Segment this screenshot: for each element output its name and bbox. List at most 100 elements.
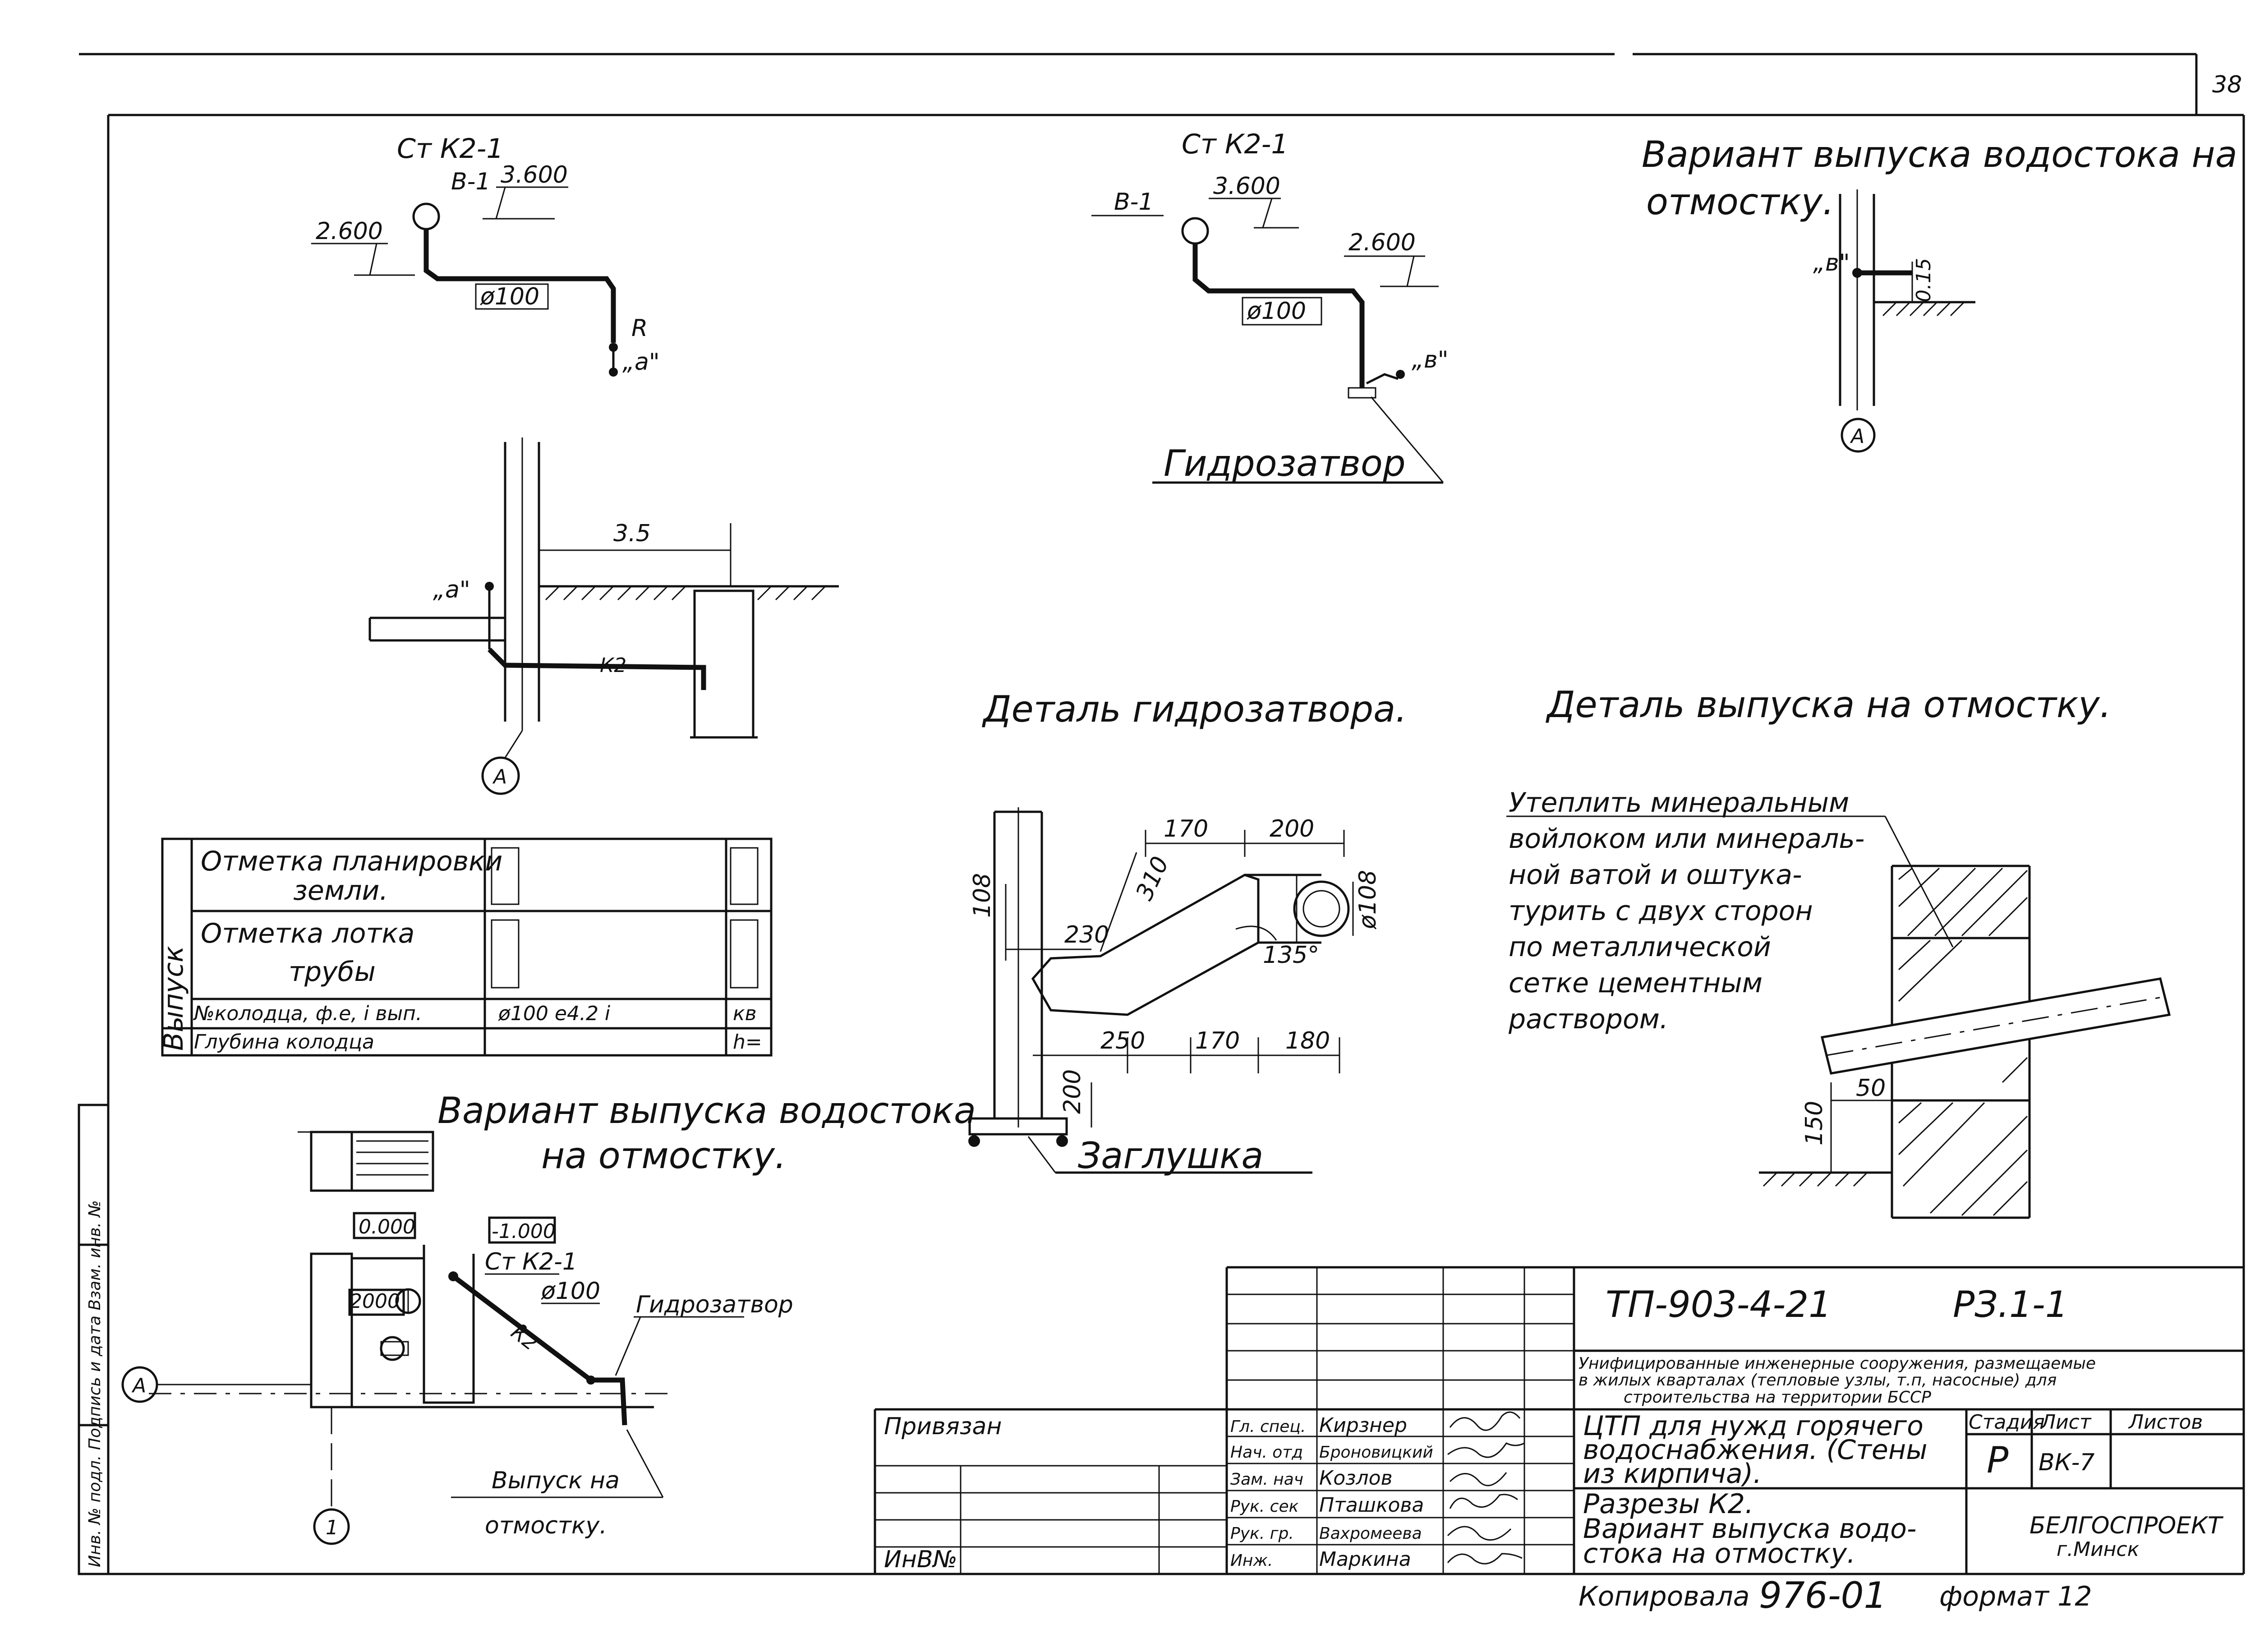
table-r3-c: кв	[733, 1002, 757, 1025]
seal-dim-170-bottom: 170	[1195, 1027, 1240, 1054]
object-line-2: водоснабжения. (Стены	[1583, 1434, 1927, 1466]
dim-015: 0.15	[1912, 258, 1935, 302]
outlet-table: Выпуск Отметка планировки земли. Отметка…	[158, 838, 773, 1057]
signatures	[1447, 1411, 1525, 1565]
riser-diagram-left: Ст К2-1 В-1 3.600 2.600 ø100 R „а"	[311, 133, 660, 377]
copied-label: Копировала	[1578, 1581, 1750, 1612]
outlet-label-1: Выпуск на	[492, 1467, 620, 1494]
elev-high-mid: 3.600	[1213, 173, 1280, 200]
plug-caption: Заглушка	[1078, 1135, 1263, 1177]
table-side-label: Выпуск	[158, 946, 189, 1051]
outlet-note-1: Утеплить минеральным	[1509, 787, 1849, 819]
stage-header: Стадия	[1969, 1411, 2045, 1434]
pipe-size-mid: ø100	[1247, 298, 1306, 325]
point-a-section: „а"	[433, 576, 470, 603]
sheets-header: Листов	[2128, 1411, 2203, 1434]
seal-dim-230: 230	[1064, 921, 1109, 948]
role-1: Гл. спец.	[1230, 1417, 1306, 1436]
detail-water-seal: Деталь гидрозатвора. 170 200 310 108 230…	[968, 688, 1407, 1177]
riser-label-mid: Ст К2-1	[1182, 129, 1289, 160]
name-1: Кирзнер	[1319, 1414, 1407, 1437]
side-stamp-text: Инв. № подл. Подпись и дата Взам. инв. №	[86, 1200, 104, 1567]
outlet-note-5: по металлической	[1509, 931, 1771, 963]
seal-dim-180: 180	[1285, 1027, 1330, 1054]
seal-dim-170-top: 170	[1164, 815, 1208, 842]
seal-label-bottom: Гидрозатвор	[636, 1291, 793, 1318]
elev-zero: 0.000	[359, 1215, 415, 1238]
copy-number: 976-01	[1759, 1574, 1887, 1616]
point-v-mid: „в"	[1412, 346, 1449, 373]
variant-top-title-2: отмостку.	[1646, 181, 1834, 223]
riser-diagram-mid: Ст К2-1 В-1 3.600 2.600 ø100 „в" Гидроза…	[1091, 129, 1449, 484]
org-city: г.Минск	[2057, 1538, 2140, 1561]
seal-dim-108-left: 108	[969, 873, 996, 918]
role-2: Нач. отд	[1230, 1443, 1303, 1462]
riser-label-bottom: Ст К2-1	[485, 1248, 577, 1275]
pipe-size-bottom: ø100	[541, 1278, 600, 1305]
variant-top-right: Вариант выпуска водостока на отмостку. „…	[1642, 133, 2237, 453]
sheet-title-1: Разрезы К2.	[1583, 1488, 1753, 1520]
outlet-detail-title: Деталь выпуска на отмостку.	[1546, 684, 2111, 726]
outlet-dim-150: 150	[1801, 1101, 1828, 1146]
variant-bottom-title-2: на отмостку.	[541, 1135, 786, 1177]
sheet-header: Лист	[2040, 1411, 2092, 1434]
stage-value: Р	[1987, 1439, 2009, 1481]
dim-35: 3.5	[613, 520, 651, 547]
sheet-title-2: Вариант выпуска водо-	[1583, 1513, 1916, 1545]
seal-dim-250: 250	[1100, 1027, 1145, 1054]
inv-label: ИнВ№	[884, 1546, 957, 1573]
variant-top-title-1: Вариант выпуска водостока на	[1642, 133, 2237, 175]
role-4: Рук. сек	[1230, 1497, 1299, 1516]
seal-dim-200-top: 200	[1270, 815, 1314, 842]
seal-dim-d108: ø108	[1354, 870, 1381, 930]
name-3: Козлов	[1319, 1467, 1393, 1490]
table-r2-a: Отметка лотка	[201, 918, 414, 949]
elev-high-left: 3.600	[501, 161, 568, 189]
axis-a-right: А	[1850, 425, 1864, 448]
outlet-dim-50: 50	[1856, 1075, 1886, 1102]
object-line-3: из кирпича).	[1583, 1458, 1762, 1490]
org-name: БЕЛГОСПРОЕКТ	[2030, 1512, 2224, 1539]
role-3: Зам. нач	[1230, 1470, 1303, 1489]
title-block: ТП-903-4-21 РЗ.1-1 Унифицированные инжен…	[874, 1266, 2244, 1616]
table-r3-a: №колодца, ф.е, і вып.	[193, 1002, 422, 1025]
side-stamp: Инв. № подл. Подпись и дата Взам. инв. №	[78, 1104, 110, 1575]
table-r2-b: трубы	[289, 956, 376, 988]
riser-label-left: Ст К2-1	[397, 133, 504, 165]
series-line-2: в жилых кварталах (тепловые узлы, т.п, н…	[1578, 1371, 2057, 1390]
variant-bottom: Вариант выпуска водостока на отмостку. 0…	[121, 1090, 976, 1545]
format-label: формат 12	[1939, 1581, 2092, 1612]
elev-low-left: 2.600	[316, 218, 383, 245]
table-r4-a: Глубина колодца	[194, 1031, 374, 1054]
pipe-size-left: ø100	[480, 283, 539, 310]
outlet-note-7: раствором.	[1508, 1003, 1668, 1035]
pipe-k2-section: К2	[600, 654, 626, 677]
name-4: Пташкова	[1319, 1494, 1424, 1517]
sheet-frame: 38	[79, 53, 2245, 1575]
outlet-note-6: сетке цементным	[1509, 967, 1763, 999]
table-r3-b: ø100 е4.2 і	[498, 1002, 611, 1025]
sheet-number: ВК-7	[2039, 1449, 2094, 1476]
name-2: Броновицкий	[1319, 1443, 1433, 1462]
section-left: 3.5 „а" К2 А	[368, 437, 839, 795]
axis-a-section: А	[492, 765, 507, 788]
name-5: Вахромеева	[1319, 1524, 1422, 1543]
point-a-top: „а"	[622, 349, 660, 376]
dim-2000: 2000	[350, 1290, 400, 1313]
axis-a-bottom: А	[131, 1374, 146, 1397]
elev-low-mid: 2.600	[1348, 229, 1416, 256]
tied-label: Привязан	[884, 1413, 1002, 1440]
series-line-3: строительства на территории БССР	[1624, 1388, 1931, 1407]
page-number: 38	[2212, 71, 2242, 98]
role-6: Инж.	[1230, 1551, 1273, 1570]
name-6: Маркина	[1319, 1548, 1411, 1571]
node-label-mid: В-1	[1114, 189, 1154, 216]
seal-angle-135: 135°	[1263, 942, 1319, 969]
elev-minus-one: -1.000	[492, 1220, 556, 1243]
volume-code: РЗ.1-1	[1953, 1284, 2068, 1325]
table-r1-a: Отметка планировки	[201, 846, 502, 877]
detail-outlet: Деталь выпуска на отмостку. Утеплить мин…	[1506, 684, 2171, 1219]
variant-bottom-title-1: Вариант выпуска водостока	[437, 1090, 976, 1132]
object-line-1: ЦТП для нужд горячего	[1583, 1410, 1924, 1442]
